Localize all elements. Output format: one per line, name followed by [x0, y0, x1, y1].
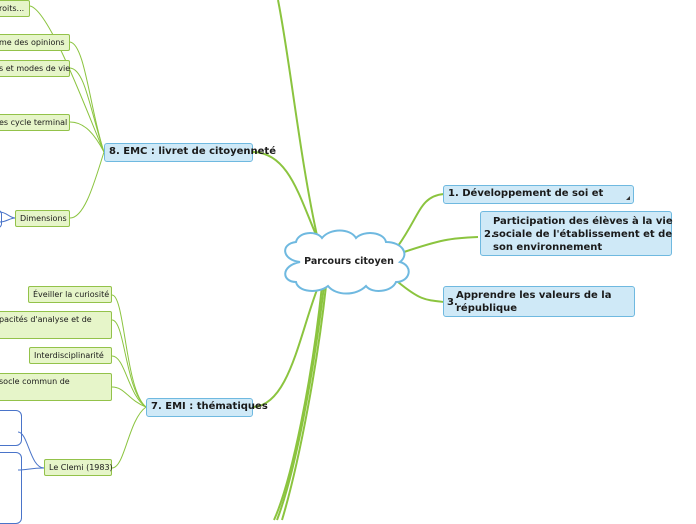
subtopic-opinions[interactable]: me des opinions — [0, 34, 70, 51]
topic-label: Développement de soi et — [462, 188, 604, 199]
link-bottom-3 — [273, 285, 323, 521]
topic-label-line3: son environnement — [493, 242, 603, 253]
topic-label-line1: Apprendre les valeurs de la — [456, 290, 612, 301]
subtopic-modes-de-vie[interactable]: s et modes de vie — [0, 60, 70, 77]
outline-shape-1 — [0, 410, 22, 446]
subtopic-interdisciplinarite[interactable]: Interdisciplinarité — [29, 347, 112, 364]
topic-label-line2: sociale de l'établissement et de — [493, 229, 673, 240]
topic-number: 1. — [448, 188, 459, 199]
topic-participation-eleves[interactable]: 2. Participation des élèves à la vie soc… — [480, 211, 673, 256]
link-emc — [251, 151, 321, 245]
link-right-1 — [397, 193, 445, 247]
outline-shape-2 — [0, 452, 22, 524]
link-right-2 — [403, 236, 479, 253]
topic-emi-thematiques[interactable]: 7. EMI : thématiques — [146, 398, 268, 417]
link-emi — [251, 281, 321, 408]
topic-developpement-de-soi[interactable]: 1. Développement de soi et — [443, 185, 634, 204]
topic-number: 3. — [447, 297, 458, 308]
subtopic-cycle-terminal[interactable]: es cycle terminal — [0, 114, 70, 131]
central-cloud-shape — [284, 229, 410, 295]
subtopic-droits[interactable]: roits... — [0, 0, 30, 17]
subtopic-eveiller-curiosite[interactable]: Éveiller la curiosité — [28, 286, 112, 303]
central-topic-label[interactable]: Parcours citoyen — [304, 256, 394, 267]
collapsed-marker-icon[interactable] — [626, 196, 630, 200]
link-top — [277, 0, 319, 241]
outline-shape-3 — [0, 210, 2, 228]
subtopic-capacites-analyse[interactable]: pacités d'analyse et de — [0, 311, 112, 339]
subtopic-clemi[interactable]: Le Clemi (1983) — [44, 459, 113, 476]
topic-label-line2: république — [456, 303, 518, 314]
topic-emc-livret[interactable]: 8. EMC : livret de citoyenneté — [104, 143, 276, 162]
link-bottom-2 — [276, 285, 325, 521]
link-right-3 — [397, 281, 445, 303]
subtopic-dimensions[interactable]: Dimensions — [15, 210, 70, 227]
topic-label-line1: Participation des élèves à la vie — [493, 216, 673, 227]
topic-number: 2. — [484, 229, 495, 240]
topic-valeurs-republique[interactable]: 3. Apprendre les valeurs de la républiqu… — [443, 286, 635, 317]
subtopic-socle-commun[interactable]: socle commun de — [0, 373, 112, 401]
link-bottom-1 — [281, 285, 327, 521]
